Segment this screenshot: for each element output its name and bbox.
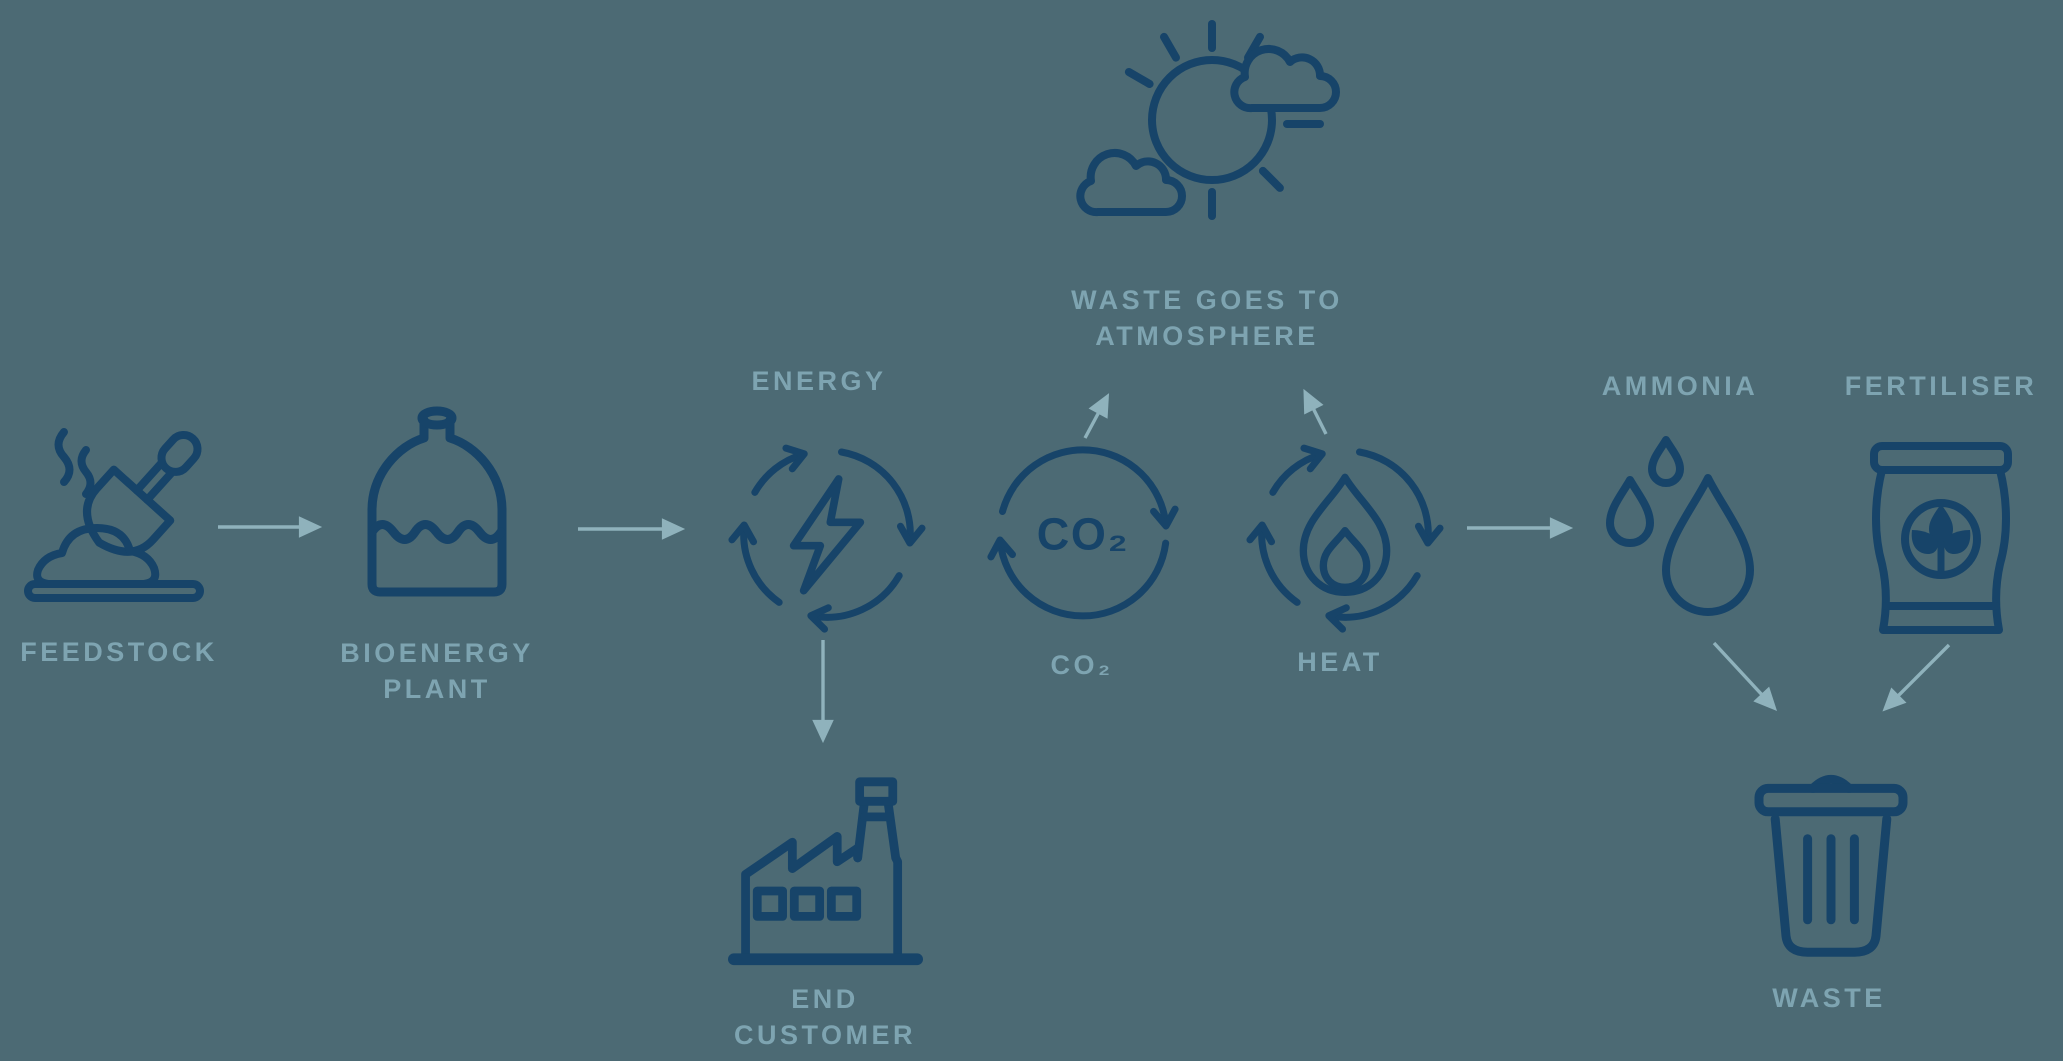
fertiliser-bag-icon (1870, 442, 2012, 634)
droplet-icon (1606, 476, 1654, 547)
lightning-bolt-icon (789, 475, 865, 595)
droplet-icon (1648, 436, 1684, 487)
trash-can-icon (1754, 774, 1908, 957)
waste-label: WASTE (1772, 983, 1886, 1013)
sun-clouds-icon (1076, 20, 1340, 220)
co2-cycle-icon: CO₂ (987, 446, 1179, 620)
feedstock-icon (24, 428, 204, 602)
arrow-heat-to-atmosphere (1303, 388, 1328, 435)
steam-icon (54, 428, 74, 486)
co2-label: CO₂ (1050, 650, 1114, 680)
heat-label: HEAT (1297, 647, 1383, 677)
end-customer-label: END CUSTOMER (733, 984, 917, 1050)
atmosphere-label: WASTE GOES TO ATMOSPHERE (1071, 285, 1343, 351)
factory-icon (728, 777, 923, 966)
cloud-icon (1076, 149, 1186, 217)
arrow-ammonia-to-waste (1712, 641, 1778, 712)
arrow-fertiliser-to-waste (1882, 643, 1951, 712)
energy-label: ENERGY (751, 366, 887, 396)
droplet-icon (1662, 474, 1754, 616)
cloud-icon (1230, 45, 1340, 113)
steam-icon (77, 446, 95, 498)
fertiliser-label: FERTILISER (1844, 371, 2038, 401)
heat-cycle-icon (1246, 444, 1444, 633)
energy-cycle-icon (728, 444, 926, 633)
sprout-icon (1911, 504, 1971, 573)
ammonia-drops-icon (1606, 436, 1754, 616)
bioenergy-plant-icon (367, 406, 507, 597)
flame-icon (1299, 473, 1391, 596)
co2-icon-text: CO₂ (1037, 509, 1130, 560)
feedstock-label: FEEDSTOCK (20, 637, 218, 667)
ammonia-label: AMMONIA (1601, 371, 1759, 401)
bioenergy-plant-label: BIOENERGY PLANT (340, 638, 534, 704)
